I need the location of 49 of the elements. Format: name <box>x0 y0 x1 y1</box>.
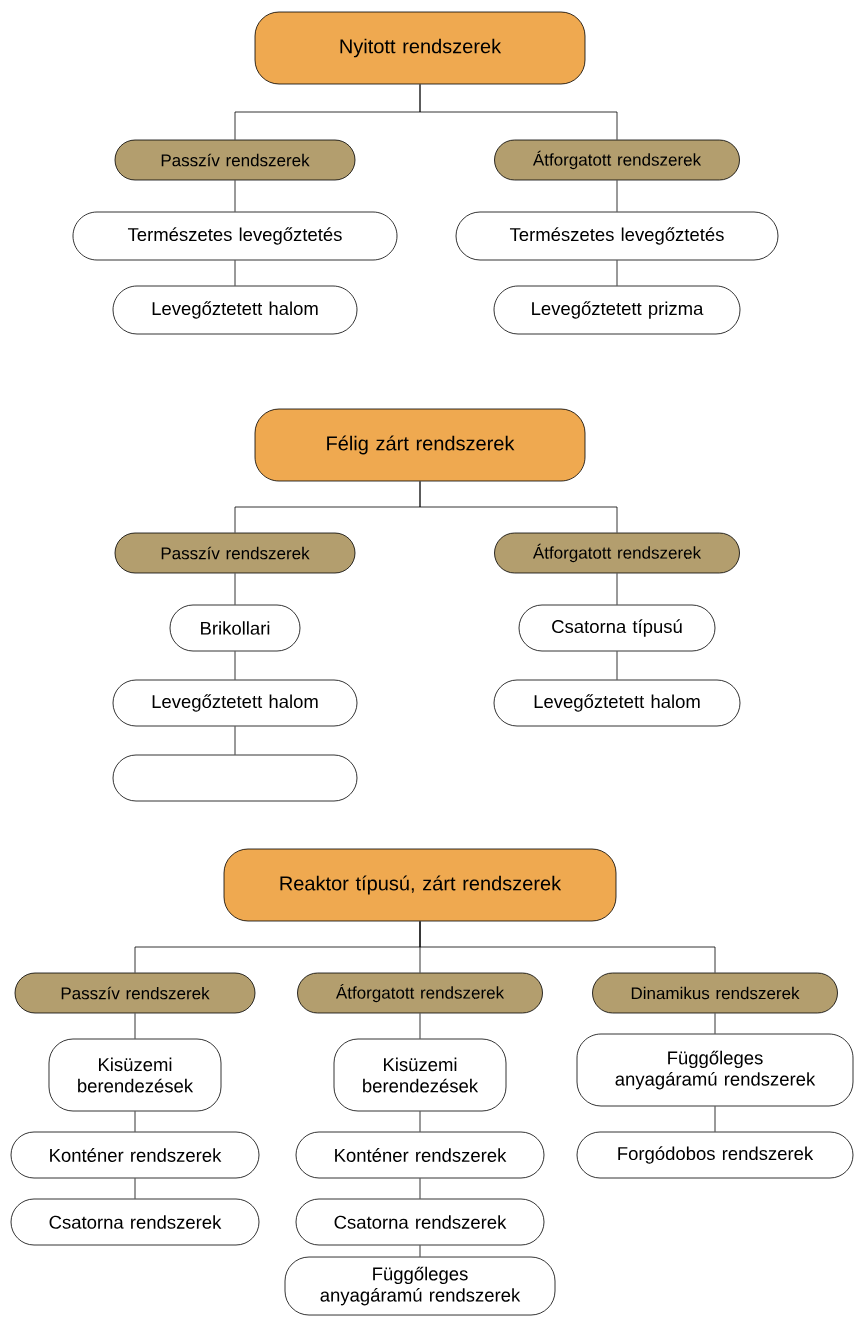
connector-line <box>234 260 236 286</box>
method-box: Konténer rendszerek <box>295 1131 545 1179</box>
method-box: Konténer rendszerek <box>10 1131 260 1179</box>
category-box: Átforgatott rendszerek <box>494 139 740 181</box>
category-box: Passzív rendszerek <box>114 532 356 574</box>
category-box: Átforgatott rendszerek <box>494 532 740 574</box>
connector-line <box>714 1106 716 1132</box>
connector-line <box>234 726 236 755</box>
method-box <box>112 754 358 802</box>
method-box: Természetes levegőztetés <box>455 211 779 261</box>
method-box: Természetes levegőztetés <box>72 211 398 261</box>
method-box: Csatorna rendszerek <box>10 1198 260 1246</box>
method-box: Brikollari <box>169 604 301 652</box>
method-box: Csatorna rendszerek <box>295 1198 545 1246</box>
category-box: Passzív rendszerek <box>14 972 256 1014</box>
connector-line <box>419 1245 421 1257</box>
system-box: Félig zárt rendszerek <box>254 408 586 482</box>
connector-line <box>616 573 618 605</box>
method-box: Levegőztetett prizma <box>493 285 741 335</box>
connector-line <box>134 1013 136 1039</box>
connector-line <box>419 84 618 140</box>
connector-line <box>234 180 236 212</box>
method-box: Levegőztetett halom <box>112 285 358 335</box>
method-box: Kisüzemi berendezések <box>48 1038 222 1112</box>
method-box: Csatorna típusú <box>518 604 716 652</box>
connector-line <box>419 1178 421 1199</box>
category-box: Átforgatott rendszerek <box>297 972 543 1014</box>
connector-line <box>234 573 236 605</box>
method-box: Kisüzemi berendezések <box>333 1038 507 1112</box>
category-box: Dinamikus rendszerek <box>592 972 838 1014</box>
connector-line <box>616 260 618 286</box>
connector-line <box>419 1013 421 1039</box>
connector-line <box>419 921 716 973</box>
method-box: Levegőztetett halom <box>112 679 358 727</box>
connector-line <box>714 1013 716 1034</box>
connector-line <box>134 1178 136 1199</box>
connector-line <box>616 651 618 680</box>
connector-line <box>234 651 236 680</box>
method-box: Függőleges anyagáramú rendszerek <box>284 1256 556 1316</box>
method-box: Függőleges anyagáramú rendszerek <box>576 1033 854 1107</box>
connector-line <box>419 481 618 533</box>
system-box: Nyitott rendszerek <box>254 11 586 85</box>
connector-line <box>419 1111 421 1132</box>
category-box: Passzív rendszerek <box>114 139 356 181</box>
method-box: Forgódobos rendszerek <box>576 1131 854 1179</box>
method-box: Levegőztetett halom <box>493 679 741 727</box>
system-box: Reaktor típusú, zárt rendszerek <box>223 848 617 922</box>
connector-line <box>134 1111 136 1132</box>
connector-line <box>616 180 618 212</box>
